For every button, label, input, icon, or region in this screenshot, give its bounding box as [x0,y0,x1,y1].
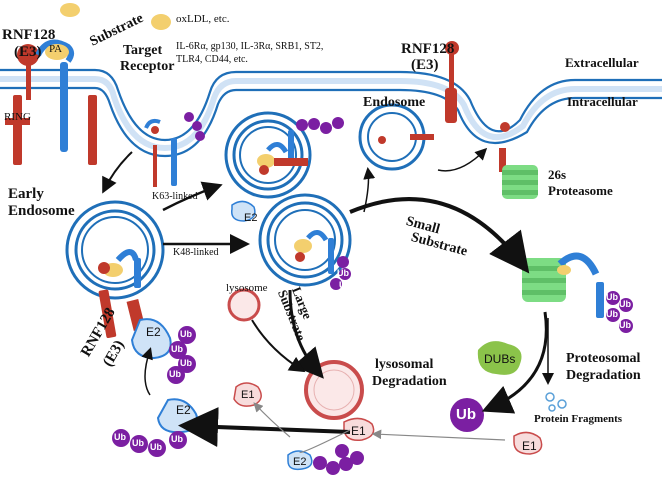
rnf128-right-complex [445,41,510,172]
ub-label: Ub [114,432,126,442]
proteosomal-label-1: Proteosomal [566,351,641,366]
pa-label: PA [49,43,63,55]
ub-label: Ub [132,438,144,448]
extracellular-label: Extracellular [565,55,639,70]
ub-label: Ub [171,344,183,354]
ring-label: RING [4,111,31,123]
e3-label-right: (E3) [411,57,439,73]
early-endosome [65,200,165,338]
k48-vesicle [258,193,352,290]
ub-label: Ub [619,320,631,330]
ub-label: Ub [619,299,631,309]
oxldl-icon [151,14,171,30]
oxldl-label: oxLDL, etc. [176,13,230,25]
ub-label: Ub [169,369,181,379]
lysosomal-label-2: Degradation [372,374,447,389]
ub-big-label: Ub [456,406,476,423]
e1-label-small: E1 [241,389,255,401]
early-endosome-label-2: Endosome [8,203,75,219]
dubs-label: DUBs [484,352,516,366]
k63-vesicle [224,111,344,199]
protein-fragments-label: Protein Fragments [534,413,623,425]
ub-label: Ub [337,268,349,278]
proteasome-label-1: 26s [548,167,567,182]
rnf128-membrane-complex [5,3,97,165]
lysosome-label: lysosome [226,282,268,294]
e2-label-left: E2 [146,325,161,339]
e1-label-right: E1 [522,439,537,453]
target-receptor-label-1: Target [123,43,163,58]
intracellular-label: Intracellular [567,94,638,109]
e3-label-left: (E3) [14,44,42,60]
k48-linked-label: K48-linked [173,247,219,258]
receptor-list-line-2: TLR4, CD44, etc. [176,54,248,65]
target-receptor-label-2: Receptor [120,59,175,74]
proteasome-with-substrate [522,252,633,333]
rnf128-label-left: RNF128 [2,27,56,43]
proteasome-label-2: Proteasome [548,183,613,198]
endosome-right [358,103,434,171]
ub-label: Ub [180,358,192,368]
protein-fragments-icon [545,392,567,412]
pathway-arrows [102,147,554,453]
ub-label: Ub [150,442,162,452]
proteosomal-label-2: Degradation [566,368,641,383]
cell-membrane [0,68,662,158]
e2-label-top: E2 [244,212,258,224]
rnf128-label-right: RNF128 [401,41,455,57]
k63-linked-label: K63-linked [152,191,198,202]
ub-label: Ub [171,434,183,444]
lysosome [227,288,261,322]
early-endosome-label-1: Early [8,186,44,202]
proteasome-26s [502,165,538,199]
e1-label-center: E1 [351,424,366,438]
dubs-blob [477,341,522,375]
ub-label: Ub [606,292,618,302]
receptor-list-line-1: IL-6Rα, gp130, IL-3Rα, SRB1, ST2, [176,41,324,52]
ub-label: Ub [180,329,192,339]
pit-receptor-complex [144,112,205,187]
lysosomal-compartment [304,360,364,420]
ub-label: Ub [339,280,351,290]
ub-chain-left [167,326,196,384]
ub-chain-bottom [112,429,187,457]
e1-e2-cycle [231,200,543,471]
ub-label: Ub [606,309,618,319]
e2-label-bottom-left: E2 [176,403,191,417]
lysosomal-label-1: lysosomal [375,357,434,372]
e2-label-bottom-center: E2 [293,456,307,468]
endosome-label: Endosome [363,95,426,110]
ub-large-circle [450,398,484,432]
ub-chain-bottom-center [313,444,364,475]
